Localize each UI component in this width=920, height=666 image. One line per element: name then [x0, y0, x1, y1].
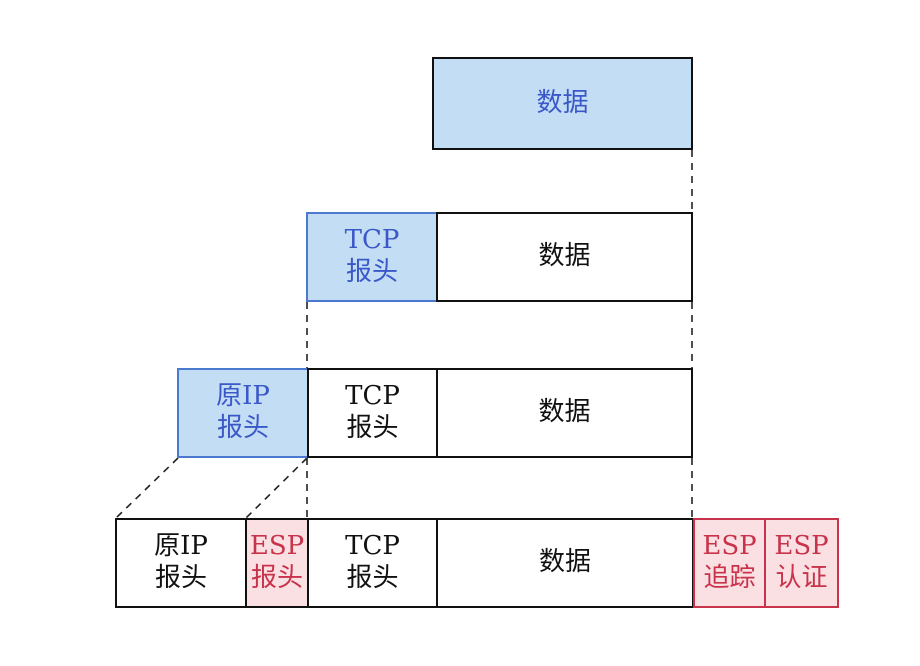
- row3-tcp-header-block: TCP 报头: [307, 368, 438, 458]
- row4-esp-auth-block: ESP 认证: [764, 518, 839, 608]
- dashed-line: [115, 457, 179, 519]
- row4-tcp-header-block: TCP 报头: [307, 518, 438, 608]
- row4-esp-trailer-block: ESP 追踪: [693, 518, 766, 608]
- row2-data-block: 数据: [436, 212, 693, 302]
- row3-ip-header-block: 原IP 报头: [177, 368, 309, 458]
- dashed-line: [245, 457, 308, 519]
- row4-esp-header-block: ESP 报头: [245, 518, 309, 608]
- row4-ip-header-block: 原IP 报头: [115, 518, 247, 608]
- row1-data-block: 数据: [432, 57, 693, 150]
- row4-data-block: 数据: [436, 518, 694, 608]
- row2-tcp-header-block: TCP 报头: [306, 212, 438, 302]
- row3-data-block: 数据: [436, 368, 693, 458]
